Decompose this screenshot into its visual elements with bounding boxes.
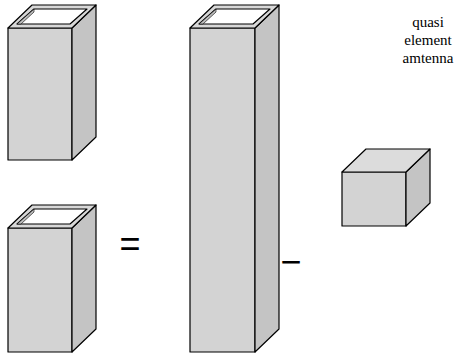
- part-label: quasi element amtenna: [396, 13, 460, 67]
- short-tube-bottom: [8, 205, 96, 352]
- equals-sign: =: [119, 226, 140, 262]
- quasi-element-box: [342, 149, 430, 226]
- short-tube-top: [8, 5, 96, 160]
- minus-sign: −: [280, 244, 301, 280]
- long-tube: [190, 5, 279, 352]
